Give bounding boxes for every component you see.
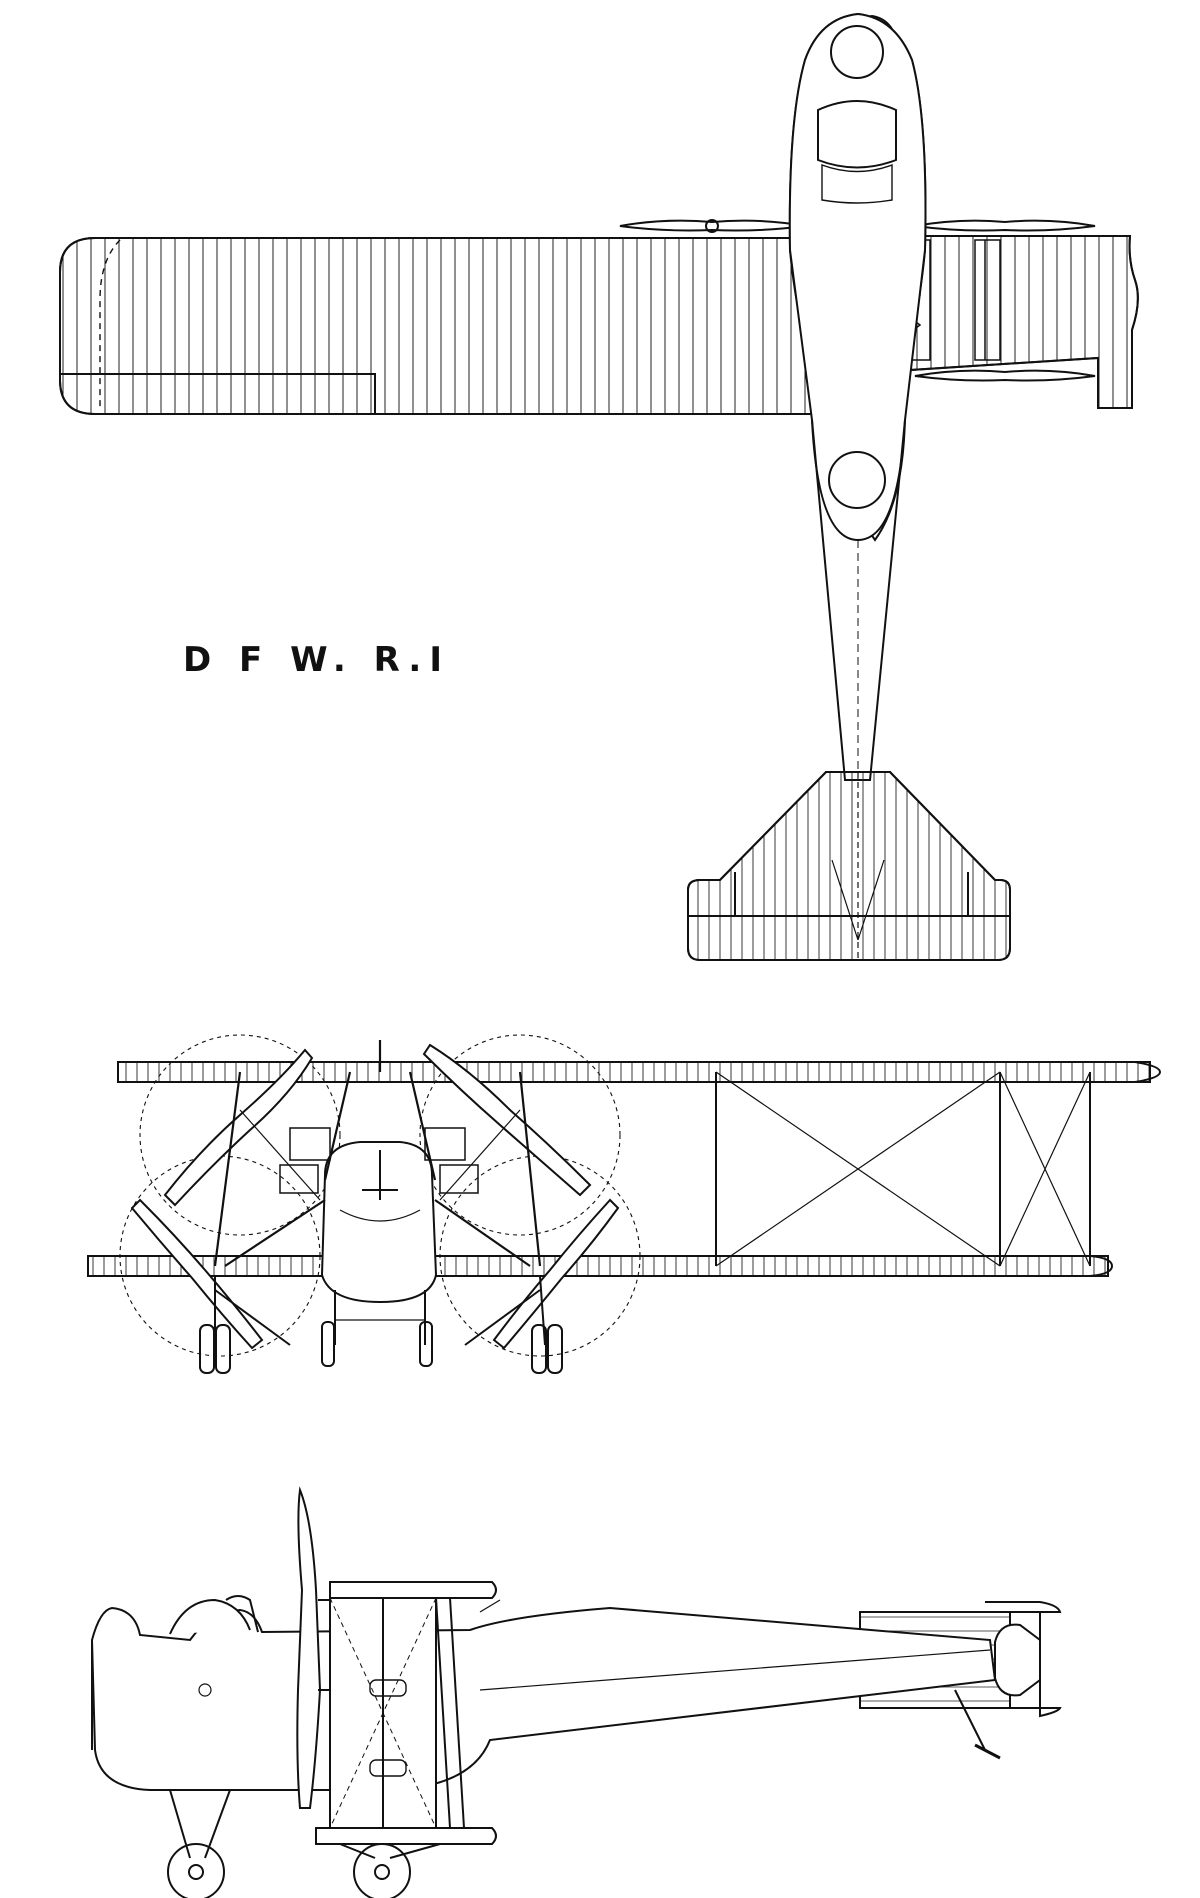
side-view: [90, 1486, 1062, 1898]
propeller-front-upper-right: [422, 1043, 592, 1197]
right-wing-plan: [903, 235, 1139, 409]
propeller-front-lower-right: [492, 1198, 620, 1350]
plan-view: [59, 12, 1139, 961]
left-wing-plan: [59, 237, 856, 415]
tailplane-plan: [687, 771, 1011, 961]
propeller-plan-left: [619, 219, 806, 233]
propeller-front-upper-left: [163, 1048, 314, 1207]
fuselage-plan: [788, 12, 927, 781]
landing-gear-front: [199, 1275, 563, 1374]
front-view: [87, 1034, 1162, 1374]
propeller-side: [296, 1486, 330, 1809]
fuselage-front: [320, 1141, 438, 1304]
landing-gear-side: [167, 1689, 1001, 1898]
propeller-plan-right: [914, 219, 1096, 382]
interplane-struts: [715, 1071, 1091, 1267]
struts-front: [213, 1040, 542, 1267]
engine-blocks-front: [279, 1127, 479, 1194]
lower-wing-front: [87, 1255, 1114, 1277]
wings-side: [315, 1581, 497, 1845]
aircraft-title: D F W. R.I: [183, 640, 450, 680]
upper-wing-front: [117, 1061, 1162, 1083]
propeller-front-lower-left: [130, 1198, 264, 1350]
